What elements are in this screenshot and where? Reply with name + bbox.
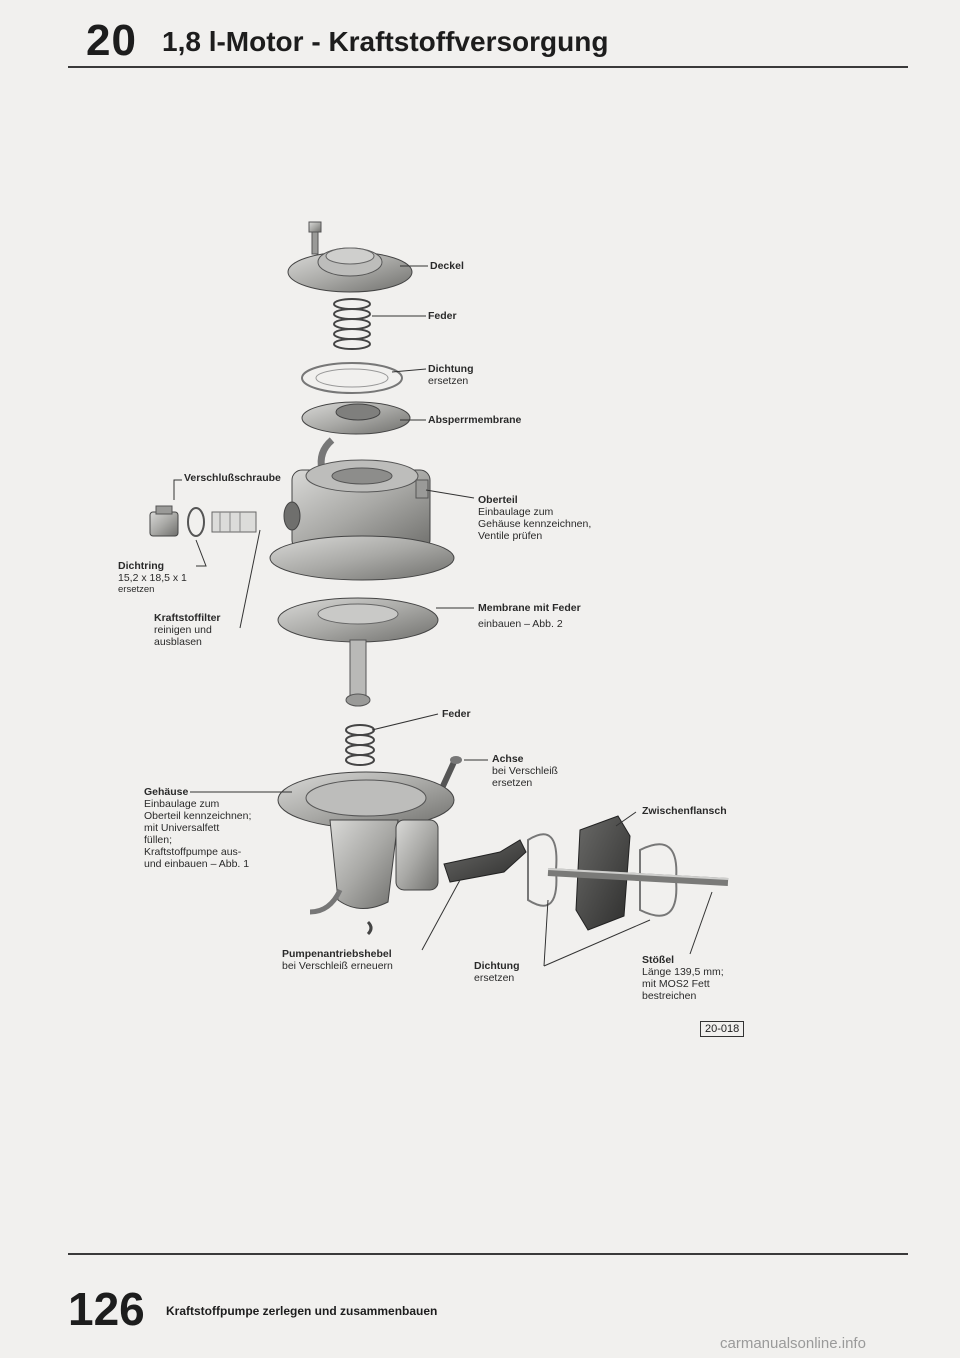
figure-code: 20-018 xyxy=(700,1021,745,1037)
watermark: carmanualsonline.info xyxy=(720,1335,866,1352)
fuel-filter xyxy=(211,511,257,533)
gasket-top xyxy=(301,362,403,394)
label-feder-mid: Feder xyxy=(442,708,471,720)
page-number: 126 xyxy=(68,1283,145,1335)
label-gehaeuse: Gehäuse Einbaulage zum Oberteil kennzeic… xyxy=(144,786,252,870)
sealing-ring xyxy=(187,507,205,537)
plug-screw xyxy=(149,505,179,537)
plunger-rod xyxy=(547,868,729,886)
header-rule xyxy=(68,66,908,68)
spring-top xyxy=(333,298,371,350)
chapter-title: 1,8 l-Motor - Kraftstoffversorgung xyxy=(162,26,609,57)
pump-drive-lever xyxy=(443,839,527,883)
shutoff-diaphragm xyxy=(301,401,411,435)
label-kraftstofffilter: Kraftstoffilter reinigen und ausblasen xyxy=(154,612,221,648)
label-zwischenflansch: Zwischenflansch xyxy=(642,805,727,817)
footer-rule xyxy=(68,1253,908,1255)
label-verschlussschraube: Verschlußschraube xyxy=(184,472,281,484)
label-dichtung-top: Dichtung ersetzen xyxy=(428,363,474,387)
label-feder-top: Feder xyxy=(428,310,457,322)
label-membrane-mit-feder: Membrane mit Feder einbauen – Abb. 2 xyxy=(478,602,581,630)
label-oberteil: Oberteil Einbaulage zum Gehäuse kennzeic… xyxy=(478,494,592,542)
spring-mid xyxy=(345,724,375,766)
label-dichtring: Dichtring 15,2 x 18,5 x 1 ersetzen xyxy=(118,560,187,595)
leader-lines xyxy=(173,265,713,967)
label-stoessel: Stößel Länge 139,5 mm; mit MOS2 Fett bes… xyxy=(642,954,724,1002)
cover-part xyxy=(287,247,413,293)
chapter-number: 20 xyxy=(86,16,137,65)
upper-housing xyxy=(269,437,455,581)
cover-screw xyxy=(308,221,322,255)
diaphragm-with-spring xyxy=(277,597,439,707)
lower-housing xyxy=(277,771,455,915)
label-pumpenantriebshebel: Pumpenantriebshebel bei Verschleiß erneu… xyxy=(282,948,393,972)
label-achse: Achse bei Verschleiß ersetzen xyxy=(492,753,558,789)
footer-title: Kraftstoffpumpe zerlegen und zusammenbau… xyxy=(166,1304,438,1318)
label-dichtung-bottom: Dichtung ersetzen xyxy=(474,960,520,984)
label-deckel: Deckel xyxy=(430,260,464,272)
clip xyxy=(366,920,373,936)
label-absperrmembrane: Absperrmembrane xyxy=(428,414,522,426)
